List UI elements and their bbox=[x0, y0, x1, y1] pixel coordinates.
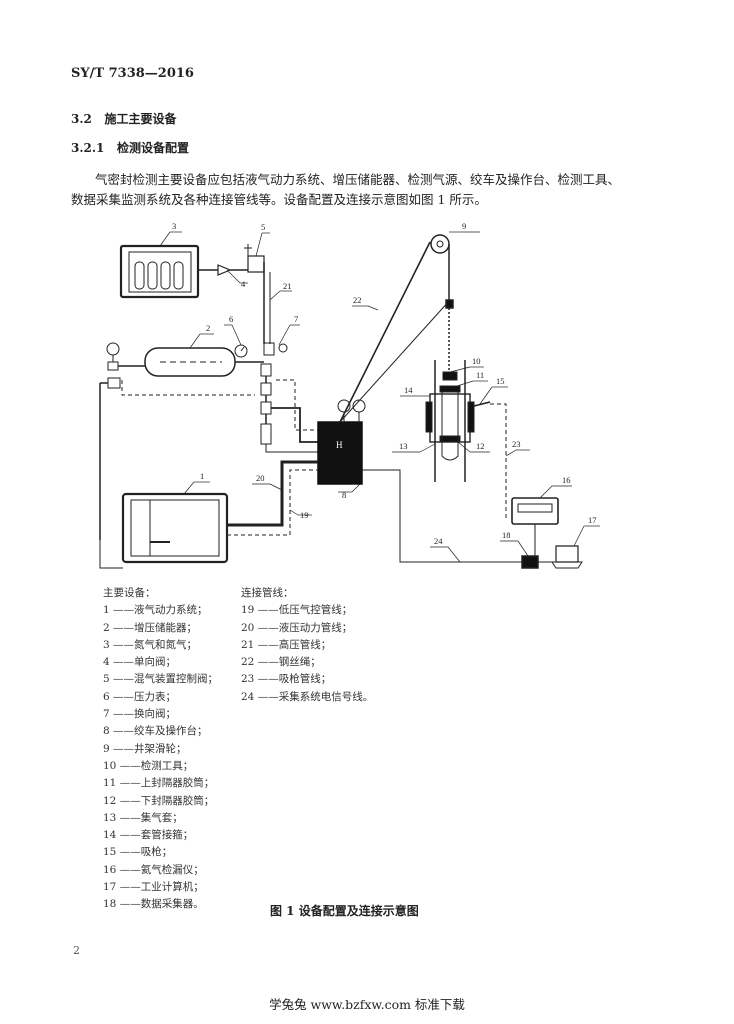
winch-panel-label: H bbox=[336, 440, 343, 450]
paragraph-line-1: 气密封检测主要设备应包括液气动力系统、增压储能器、检测气源、绞车及操作台、检测工… bbox=[95, 172, 621, 187]
callout-4: 4 bbox=[241, 279, 246, 289]
callout-20: 20 bbox=[256, 473, 265, 483]
legend-item: 4 ——单向阀； bbox=[103, 656, 177, 669]
legend-item: 8 ——绞车及操作台； bbox=[103, 725, 208, 738]
legend-item: 24 ——采集系统电信号线。 bbox=[241, 690, 374, 703]
section-number: 3.2 bbox=[71, 112, 92, 126]
legend-item: 10 ——检测工具； bbox=[103, 759, 194, 772]
callout-24: 24 bbox=[434, 536, 443, 546]
callout-13: 13 bbox=[399, 441, 408, 451]
data-acquisition-unit bbox=[521, 555, 539, 569]
legend-item: 9 ——井架滑轮； bbox=[103, 742, 187, 755]
section-title: 施工主要设备 bbox=[104, 112, 177, 126]
legend-item: 12 ——下封隔器胶筒； bbox=[103, 794, 215, 807]
leak-detector bbox=[511, 497, 559, 525]
callout-14: 14 bbox=[404, 385, 413, 395]
callout-3: 3 bbox=[172, 221, 176, 231]
callout-12: 12 bbox=[476, 441, 485, 451]
legend-item: 5 ——混气装置控制阀； bbox=[103, 673, 219, 686]
legend-equipment: 主要设备： 1 ——液气动力系统； 2 ——增压储能器； 3 ——氮气和氮气； … bbox=[103, 585, 218, 914]
standard-code: SY/T 7338—2016 bbox=[71, 66, 194, 81]
body-paragraph: 气密封检测主要设备应包括液气动力系统、增压储能器、检测气源、绞车及操作台、检测工… bbox=[71, 170, 671, 210]
callout-1: 1 bbox=[200, 471, 204, 481]
winch-console bbox=[317, 421, 363, 485]
callout-10: 10 bbox=[472, 356, 481, 366]
legend-item: 21 ——高压管线； bbox=[241, 638, 332, 651]
callout-7: 7 bbox=[294, 314, 298, 324]
legend-item: 6 ——压力表； bbox=[103, 690, 177, 703]
legend-item: 16 ——氦气检漏仪； bbox=[103, 863, 204, 876]
callout-19: 19 bbox=[300, 510, 309, 520]
callout-2: 2 bbox=[206, 323, 210, 333]
legend-item: 19 ——低压气控管线； bbox=[241, 604, 353, 617]
legend-lines-title: 连接管线： bbox=[241, 587, 294, 599]
legend-lines: 连接管线： 19 ——低压气控管线； 20 ——液压动力管线； 21 ——高压管… bbox=[241, 585, 373, 706]
equipment-diagram: 3 4 5 21 2 6 7 22 9 10 11 15 14 13 12 23… bbox=[99, 221, 600, 569]
page-number: 2 bbox=[73, 944, 80, 957]
callout-22: 22 bbox=[353, 295, 362, 305]
gas-collector bbox=[429, 393, 471, 443]
legend-item: 20 ——液压动力管线； bbox=[241, 621, 353, 634]
callout-6: 6 bbox=[229, 314, 233, 324]
callout-16: 16 bbox=[562, 475, 571, 485]
callout-11: 11 bbox=[476, 370, 484, 380]
subsection-number: 3.2.1 bbox=[71, 141, 105, 155]
legend-equipment-title: 主要设备： bbox=[103, 587, 156, 599]
callout-15: 15 bbox=[496, 376, 505, 386]
callout-5: 5 bbox=[261, 222, 265, 232]
subsection-title: 检测设备配置 bbox=[116, 141, 189, 155]
legend-item: 3 ——氮气和氮气； bbox=[103, 638, 198, 651]
legend-item: 17 ——工业计算机； bbox=[103, 881, 204, 894]
callout-21: 21 bbox=[283, 281, 292, 291]
legend-item: 18 ——数据采集器。 bbox=[103, 898, 204, 911]
section-heading: 3.2 施工主要设备 bbox=[71, 110, 176, 127]
callout-17: 17 bbox=[588, 515, 597, 525]
figure-caption: 图 1 设备配置及连接示意图 bbox=[270, 904, 419, 918]
callout-9: 9 bbox=[462, 221, 466, 231]
paragraph-line-2: 数据采集监测系统及各种连接管线等。设备配置及连接示意图如图 1 所示。 bbox=[71, 192, 487, 207]
legend-item: 1 ——液气动力系统； bbox=[103, 604, 208, 617]
legend-item: 23 ——吸枪管线； bbox=[241, 673, 332, 686]
legend-item: 7 ——换向阀； bbox=[103, 708, 177, 721]
legend-item: 14 ——套管接箍； bbox=[103, 829, 194, 842]
legend-item: 15 ——吸枪； bbox=[103, 846, 173, 859]
subsection-heading: 3.2.1 检测设备配置 bbox=[71, 139, 189, 156]
footer-watermark: 学兔兔 www.bzfxw.com 标准下载 bbox=[269, 997, 465, 1012]
gas-cylinder-box bbox=[119, 244, 200, 299]
callout-18: 18 bbox=[502, 530, 511, 540]
legend-item: 11 ——上封隔器胶筒； bbox=[103, 777, 215, 790]
power-unit bbox=[121, 492, 229, 564]
callout-8: 8 bbox=[342, 490, 346, 500]
legend-item: 2 ——增压储能器； bbox=[103, 621, 198, 634]
legend-item: 13 ——集气套； bbox=[103, 811, 183, 824]
legend-item: 22 ——钢丝绳； bbox=[241, 656, 321, 669]
callout-23: 23 bbox=[512, 439, 521, 449]
